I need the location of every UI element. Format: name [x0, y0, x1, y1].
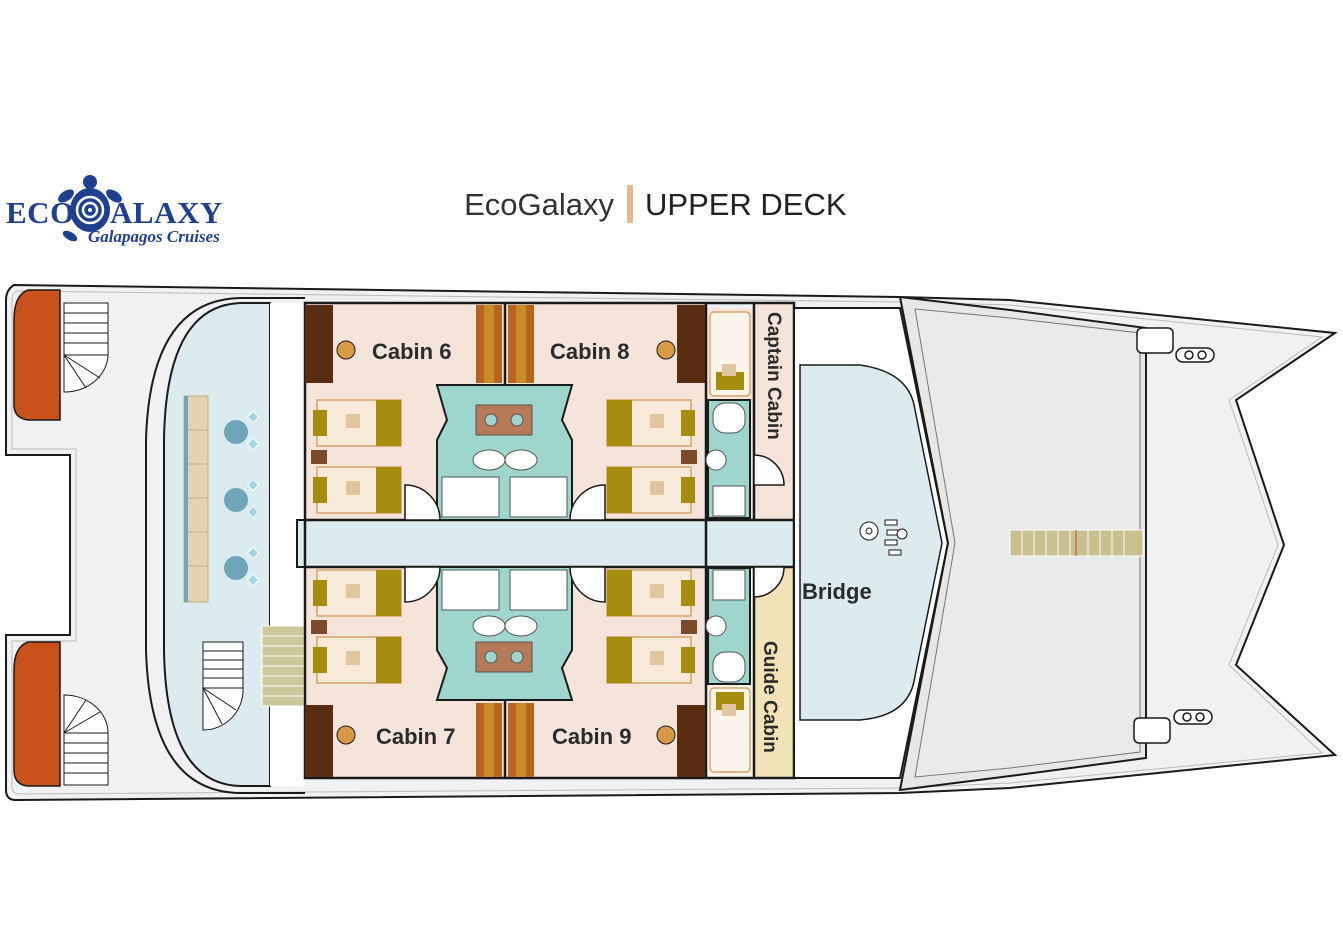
bridge-console: [799, 364, 943, 721]
cabin-corridor: [296, 519, 824, 568]
aft-sofa-top: [13, 289, 61, 421]
aft-deck-outline: [145, 297, 305, 794]
deck-bench: [183, 395, 209, 603]
bridge-label: Bridge: [802, 579, 872, 604]
bathroom-fixtures: [441, 402, 746, 683]
guide-cabin-label: Guide Cabin: [759, 641, 780, 753]
wood-doorways: [476, 305, 534, 777]
cabin-7-label: Cabin 7: [376, 724, 455, 749]
staff-beds: [709, 311, 751, 773]
inner-stairs: [202, 641, 244, 731]
deck-title: EcoGalaxy UPPER DECK: [464, 185, 847, 223]
ship-name: EcoGalaxy: [464, 187, 614, 222]
title-divider: [627, 185, 633, 223]
forward-deck-hatch: [1009, 529, 1144, 557]
logo-tagline: Galapagos Cruises: [88, 227, 220, 246]
aft-stairs-top: [63, 302, 109, 393]
guide-label-strip: [754, 567, 794, 778]
deck-name: UPPER DECK: [645, 187, 847, 222]
desk-chairs: [336, 340, 676, 745]
deck-stools: [224, 410, 260, 587]
turtle-icon: [58, 175, 122, 242]
captain-cabin-label: Captain Cabin: [763, 312, 784, 440]
cabin-wardrobes: [305, 305, 705, 777]
logo-brand-suffix: ALAXY: [110, 195, 223, 230]
cabin-8-label: Cabin 8: [550, 339, 629, 364]
cabin-6-label: Cabin 6: [372, 339, 451, 364]
aft-sofa-bottom: [13, 641, 61, 787]
gangway-steps: [261, 625, 305, 707]
helm-icon: [859, 519, 908, 556]
hull-inner-line: [11, 290, 1324, 795]
ecogalaxy-logo: ECO ALAXY Galapagos Cruises: [6, 175, 223, 246]
aft-stairs-bottom: [63, 694, 109, 786]
cabin-beds: [311, 399, 697, 684]
bow-cleats: [1133, 327, 1215, 744]
cabin-9-label: Cabin 9: [552, 724, 631, 749]
